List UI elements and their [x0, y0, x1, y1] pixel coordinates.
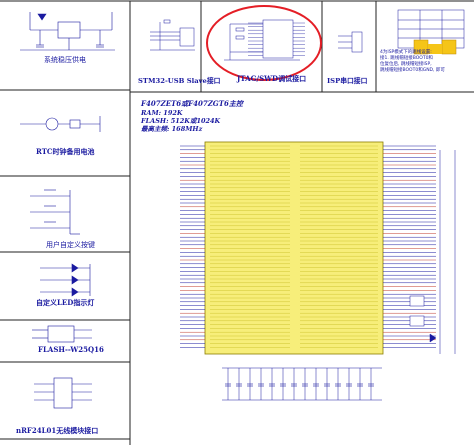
label-flash: FLASH--W25Q16: [38, 345, 104, 354]
label-rtc: RTC时钟备用电池: [36, 147, 95, 156]
label-key: 用户自定义按键: [46, 241, 95, 249]
jtag-highlight-circle: [206, 5, 322, 81]
boot-note-line4: 跳线帽短接BOOT0和GND, 即可: [380, 68, 445, 73]
mcu-pin-lines: [180, 145, 436, 348]
mcu-ram: RAM: 192K: [141, 109, 183, 117]
boot-note-line3: 位复位后, 跳线帽短接ISP,: [380, 62, 432, 67]
label-isp: ISP串口接口: [327, 77, 368, 85]
rtc-battery-circuit: [20, 116, 101, 132]
mcu-chip-body: [204, 141, 384, 355]
power-regulator-circuit: [20, 12, 115, 51]
usb-interface-circuit: [150, 19, 195, 51]
mcu-peripheral-network: [409, 150, 456, 354]
label-usb: STM32-USB Slave接口: [138, 77, 221, 85]
label-power: 系统稳压供电: [44, 56, 86, 64]
label-led: 自定义LED指示灯: [36, 298, 95, 307]
label-nrf: nRF24L01无线模块接口: [16, 426, 99, 435]
mcu-freq: 最高主频: 168MHz: [141, 125, 203, 133]
nrf-module-circuit: [34, 377, 92, 409]
boot-note-line2: 接1. 跳线帽短接BOOT0和: [380, 56, 433, 61]
boot-note-line1: 4为ISP模式下的跳线设置:: [380, 50, 432, 55]
boot-jumper-badge: [413, 39, 457, 55]
isp-connector-circuit: [338, 31, 363, 53]
user-key-circuit: [30, 189, 80, 235]
mcu-title: F407ZET6或F407ZGT6主控: [141, 99, 243, 108]
decoupling-capacitors: [222, 367, 382, 401]
mcu-flash: FLASH: 512K或1024K: [141, 117, 221, 125]
flash-chip-circuit: [32, 325, 92, 343]
jtag-connector-circuit: [224, 19, 305, 61]
led-circuit: [40, 263, 91, 297]
label-jtag: JTAG/SWD调试接口: [237, 74, 307, 83]
